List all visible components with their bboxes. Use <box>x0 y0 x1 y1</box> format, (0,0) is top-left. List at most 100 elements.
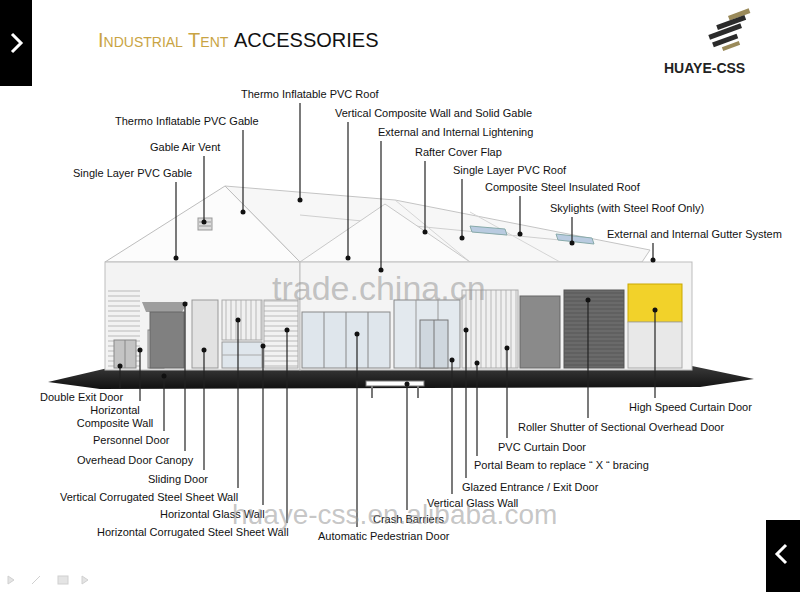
callout-label: Thermo Inflatable PVC Roof <box>241 88 379 101</box>
art-rect <box>722 41 740 51</box>
art-polygon <box>105 186 300 262</box>
leader-line <box>652 243 653 260</box>
logo-text: HUAYE-CSS <box>664 60 745 77</box>
leader-line <box>451 360 452 494</box>
leader-dot <box>475 361 480 366</box>
leader-line <box>465 330 466 478</box>
leader-dot <box>285 328 290 333</box>
callout-label: Single Layer PVC Gable <box>73 167 192 180</box>
callout-label: External and Internal Lightening <box>378 126 533 139</box>
art-polygon <box>142 302 188 312</box>
leader-line <box>461 179 462 238</box>
art-g <box>8 576 88 584</box>
callout-label: Personnel Door <box>93 434 169 447</box>
art-line <box>32 576 40 584</box>
art-rect <box>58 576 68 584</box>
art-line <box>199 226 211 227</box>
art-rect <box>198 218 212 230</box>
leader-line <box>519 196 520 234</box>
leader-dot <box>651 258 656 263</box>
art-rect <box>222 300 262 340</box>
leader-line <box>262 346 263 505</box>
leader-dot <box>202 220 207 225</box>
art-line <box>434 320 435 368</box>
callout-label: Automatic Pedestrian Door <box>318 530 449 543</box>
callout-label: External and Internal Gutter System <box>607 228 782 241</box>
art-line <box>324 312 325 368</box>
leader-line <box>163 376 164 431</box>
callout-label: Glazed Entrance / Exit Door <box>462 481 598 494</box>
leader-dot <box>570 241 575 246</box>
art-rect <box>192 300 218 368</box>
art-polygon <box>556 234 594 244</box>
art-polygon <box>470 226 507 235</box>
leader-line <box>571 217 572 243</box>
leader-line <box>237 320 238 488</box>
leader-dot <box>450 358 455 363</box>
art-line <box>368 312 369 368</box>
leader-line <box>356 334 357 527</box>
callout-label: Vertical Corrugated Steel Sheet Wall <box>60 491 238 504</box>
art-rect <box>564 290 624 368</box>
art-line <box>346 312 347 368</box>
callout-label: Single Layer PVC Roof <box>453 164 566 177</box>
art-rect <box>114 340 136 368</box>
callout-label: Roller Shutter of Sectional Overhead Doo… <box>518 421 724 434</box>
art-rect <box>366 381 424 386</box>
art-rect <box>264 300 298 368</box>
leader-dot <box>138 348 143 353</box>
leader-dot <box>405 382 410 387</box>
callout-label: Horizontal Composite Wall <box>65 404 165 430</box>
leader-line <box>184 304 185 451</box>
leader-dot <box>460 236 465 241</box>
leader-line <box>476 363 477 456</box>
art-line <box>417 386 419 398</box>
leader-line <box>506 348 507 438</box>
art-polygon <box>82 576 88 584</box>
leader-dot <box>346 256 351 261</box>
callout-label: Sliding Door <box>148 473 208 486</box>
art-rect <box>394 300 460 368</box>
leader-line <box>203 350 204 470</box>
art-g <box>708 8 750 51</box>
callout-label: Thermo Inflatable PVC Gable <box>115 115 259 128</box>
leader-line <box>380 141 381 270</box>
callout-label: Overhead Door Canopy <box>77 454 193 467</box>
leader-line <box>203 156 204 222</box>
leader-line <box>119 366 120 388</box>
art-line <box>371 386 373 398</box>
leader-line <box>139 350 140 401</box>
callout-label: Vertical Composite Wall and Solid Gable <box>335 107 532 120</box>
leader-dot <box>518 232 523 237</box>
leader-dot <box>423 230 428 235</box>
art-line <box>222 355 262 356</box>
watermark: huaye-css.en.alibaba.com <box>232 498 557 532</box>
leader-dot <box>505 346 510 351</box>
art-polygon <box>8 576 14 584</box>
leader-dot <box>653 308 658 313</box>
leader-line <box>406 384 407 510</box>
art-rect <box>0 0 32 86</box>
leader-dot <box>162 374 167 379</box>
leader-dot <box>118 364 123 369</box>
art-rect <box>222 342 262 368</box>
callout-label: PVC Curtain Door <box>498 441 586 454</box>
leader-dot <box>464 328 469 333</box>
leader-dot <box>241 210 246 215</box>
leader-dot <box>183 302 188 307</box>
leader-dot <box>261 344 266 349</box>
leader-line <box>424 161 425 232</box>
leader-line <box>587 300 588 418</box>
callout-label: Portal Beam to replace “ X “ bracing <box>474 459 649 472</box>
art-rect <box>302 312 390 368</box>
art-rect <box>108 290 140 368</box>
art-rect <box>150 312 184 368</box>
leader-line <box>286 330 287 523</box>
callout-label: Skylights (with Steel Roof Only) <box>550 202 704 215</box>
page-title: Industrial Tent <box>98 28 228 52</box>
leader-line <box>654 310 655 398</box>
art-line <box>125 340 126 368</box>
callout-label: Double Exit Door <box>40 391 123 404</box>
